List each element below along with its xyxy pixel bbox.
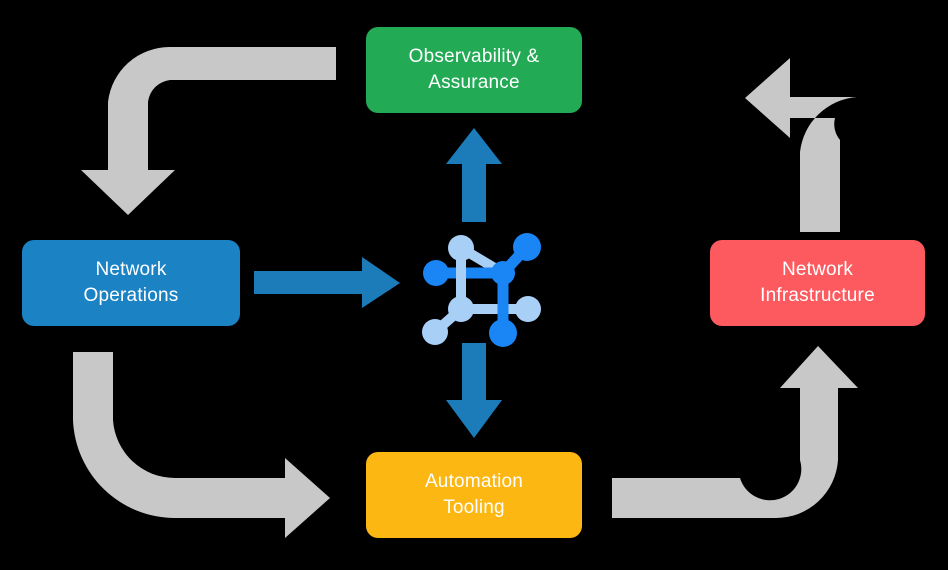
arrow-automation-to-infrastructure xyxy=(612,346,858,519)
box-observability-assurance[interactable]: Observability & Assurance xyxy=(366,27,582,113)
icon-n-bottom xyxy=(489,319,517,347)
box-operations-label: Network Operations xyxy=(83,259,179,306)
arrow-operations-to-automation xyxy=(73,352,330,538)
box-automation-tooling[interactable]: Automation Tooling xyxy=(366,452,582,538)
arrow-observability-to-operations xyxy=(81,46,336,215)
icon-n-upper-right xyxy=(513,233,541,261)
icon-n-top xyxy=(448,235,474,261)
box-automation-label: Automation Tooling xyxy=(424,471,524,518)
box-infrastructure-label: Network Infrastructure xyxy=(760,259,875,306)
icon-n-left xyxy=(423,260,449,286)
box-network-infrastructure[interactable]: Network Infrastructure xyxy=(710,240,925,326)
icon-n-hub-right xyxy=(491,261,515,285)
icon-n-right xyxy=(515,296,541,322)
arrow-center-to-automation xyxy=(446,343,502,438)
box-observability-label: Observability & Assurance xyxy=(408,46,540,93)
icon-n-lower-left xyxy=(422,319,448,345)
icon-n-mid-left xyxy=(448,296,474,322)
arrow-center-to-observability xyxy=(446,128,502,222)
box-network-operations[interactable]: Network Operations xyxy=(22,240,240,326)
arrow-infrastructure-to-observability xyxy=(745,58,857,232)
arrow-operations-to-center xyxy=(254,257,400,308)
